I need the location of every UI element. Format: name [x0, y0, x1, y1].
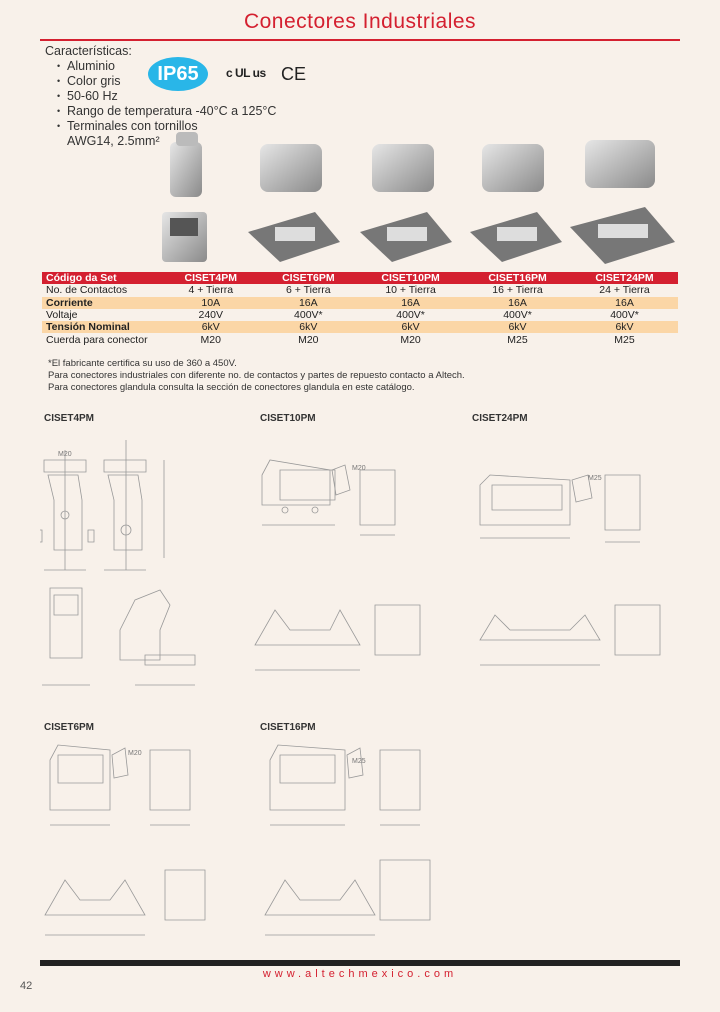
- drawing-ciset4pm-base: [42, 588, 195, 685]
- dim-thread: M20: [352, 465, 366, 472]
- cell: 16 + Tierra: [492, 284, 543, 297]
- header-cell: CISET24PM: [571, 272, 678, 285]
- footnotes: *El fabricante certifica su uso de 360 a…: [48, 358, 465, 394]
- footer-url[interactable]: www.altechmexico.com: [262, 968, 458, 980]
- feature-item: 50-60 Hz: [57, 89, 276, 104]
- cell: 10 + Tierra: [385, 284, 436, 297]
- photo-ciset10pm-base: [360, 212, 452, 262]
- header-cell: CISET6PM: [259, 272, 358, 285]
- cell: M20: [200, 333, 221, 346]
- table-header-row: Código da Set CISET4PM CISET6PM CISET10P…: [42, 272, 678, 285]
- cell: 6kV: [259, 321, 358, 334]
- cell: 16A: [259, 296, 358, 309]
- cell: 6 + Tierra: [285, 284, 331, 297]
- cell: 6kV: [571, 321, 678, 334]
- footnote: Para conectores glandula consulta la sec…: [48, 382, 415, 393]
- header-cell: Código da Set: [42, 272, 162, 285]
- cell: Tensión Nominal: [42, 321, 162, 334]
- product-photos: [162, 132, 675, 264]
- cell: 24 + Tierra: [599, 284, 650, 297]
- feature-item: Terminales con tornillos: [57, 119, 276, 134]
- page-title: Conectores Industriales: [243, 10, 477, 33]
- drawing-label: CISET4PM: [44, 413, 95, 424]
- ce-mark-logo: CE: [281, 64, 307, 84]
- feature-item: Rango de temperatura -40°C a 125°C: [57, 104, 276, 119]
- cell: Corriente: [42, 296, 162, 309]
- feature-item: Color gris: [57, 74, 276, 89]
- photo-ciset10pm-hood: [372, 144, 434, 192]
- feature-item: Aluminio: [57, 59, 276, 74]
- footer-bar: [40, 960, 680, 966]
- drawing-label: CISET24PM: [472, 413, 528, 424]
- dim-thread: M25: [352, 758, 366, 765]
- cell: 16A: [357, 296, 465, 309]
- page-number: 42: [20, 980, 33, 992]
- drawing-ciset16pm-base: [265, 860, 430, 935]
- photo-ciset24pm-hood: [585, 140, 655, 188]
- cell: 6kV: [464, 321, 571, 334]
- title-divider: [40, 39, 680, 41]
- feature-item-continued: AWG14, 2.5mm²: [67, 134, 160, 148]
- table-row: Voltaje 240V 400V* 400V* 400V* 400V*: [42, 309, 678, 321]
- photo-ciset16pm-base: [470, 212, 562, 262]
- cell: 400V*: [503, 309, 532, 322]
- ip65-badge: IP65: [148, 57, 208, 91]
- table-row: Cuerda para conector M20 M20 M20 M25 M25: [42, 333, 678, 346]
- drawing-ciset16pm-views: [270, 745, 420, 825]
- photo-ciset4pm-hood: [170, 132, 202, 197]
- cell: M20: [400, 333, 421, 346]
- drawing-label: CISET16PM: [260, 722, 316, 733]
- footnote: *El fabricante certifica su uso de 360 a…: [48, 358, 237, 369]
- features-heading: Características:: [45, 44, 132, 58]
- dim-thread: M25: [588, 475, 602, 482]
- drawing-ciset10pm-base: [255, 605, 420, 670]
- cell: 16A: [571, 296, 678, 309]
- drawing-ciset6pm-base: [45, 870, 205, 935]
- drawing-label: CISET6PM: [44, 722, 95, 733]
- cell: 400V*: [396, 309, 425, 322]
- table-row: No. de Contactos 4 + Tierra 6 + Tierra 10 +…: [42, 284, 678, 296]
- cell: 400V*: [610, 309, 639, 322]
- cell: M25: [614, 333, 635, 346]
- cell: 4 + Tierra: [188, 284, 234, 297]
- photo-ciset6pm-hood: [260, 144, 322, 192]
- cell: No. de Contactos: [46, 284, 128, 297]
- photo-ciset16pm-hood: [482, 144, 544, 192]
- cell: 16A: [464, 296, 571, 309]
- cell: 6kV: [162, 321, 260, 334]
- footnote: Para conectores industriales con diferen…: [48, 370, 465, 381]
- drawing-label: CISET10PM: [260, 413, 316, 424]
- photo-ciset24pm-base: [570, 207, 675, 264]
- dim-thread: M20: [58, 451, 72, 458]
- features-list: Características: Aluminio Color gris 50-…: [45, 44, 276, 149]
- technical-drawings: M20 M20 M25 M20 M25: [40, 430, 680, 950]
- cell: M25: [507, 333, 528, 346]
- cell: 240V: [198, 309, 224, 322]
- cell: 400V*: [294, 309, 323, 322]
- drawing-ciset10pm-views: [262, 460, 395, 535]
- cell: Voltaje: [46, 309, 78, 322]
- cell: 10A: [162, 296, 260, 309]
- photo-ciset4pm-base: [162, 212, 207, 262]
- drawing-ciset4pm-views: [40, 440, 164, 570]
- cell: M20: [298, 333, 319, 346]
- header-cell: CISET16PM: [464, 272, 571, 285]
- drawing-ciset24pm-views: [480, 475, 640, 542]
- cell: 6kV: [357, 321, 465, 334]
- photo-ciset6pm-base: [248, 212, 340, 262]
- drawing-ciset6pm-views: [50, 745, 190, 825]
- cell: Cuerda para conector: [46, 333, 148, 346]
- specs-table: Código da Set CISET4PM CISET6PM CISET10P…: [42, 272, 678, 346]
- header-cell: CISET4PM: [162, 272, 260, 285]
- dim-thread: M20: [128, 750, 142, 757]
- header-cell: CISET10PM: [357, 272, 465, 285]
- ul-certification-logo: c UL us: [226, 66, 266, 80]
- drawing-ciset24pm-base: [480, 605, 660, 665]
